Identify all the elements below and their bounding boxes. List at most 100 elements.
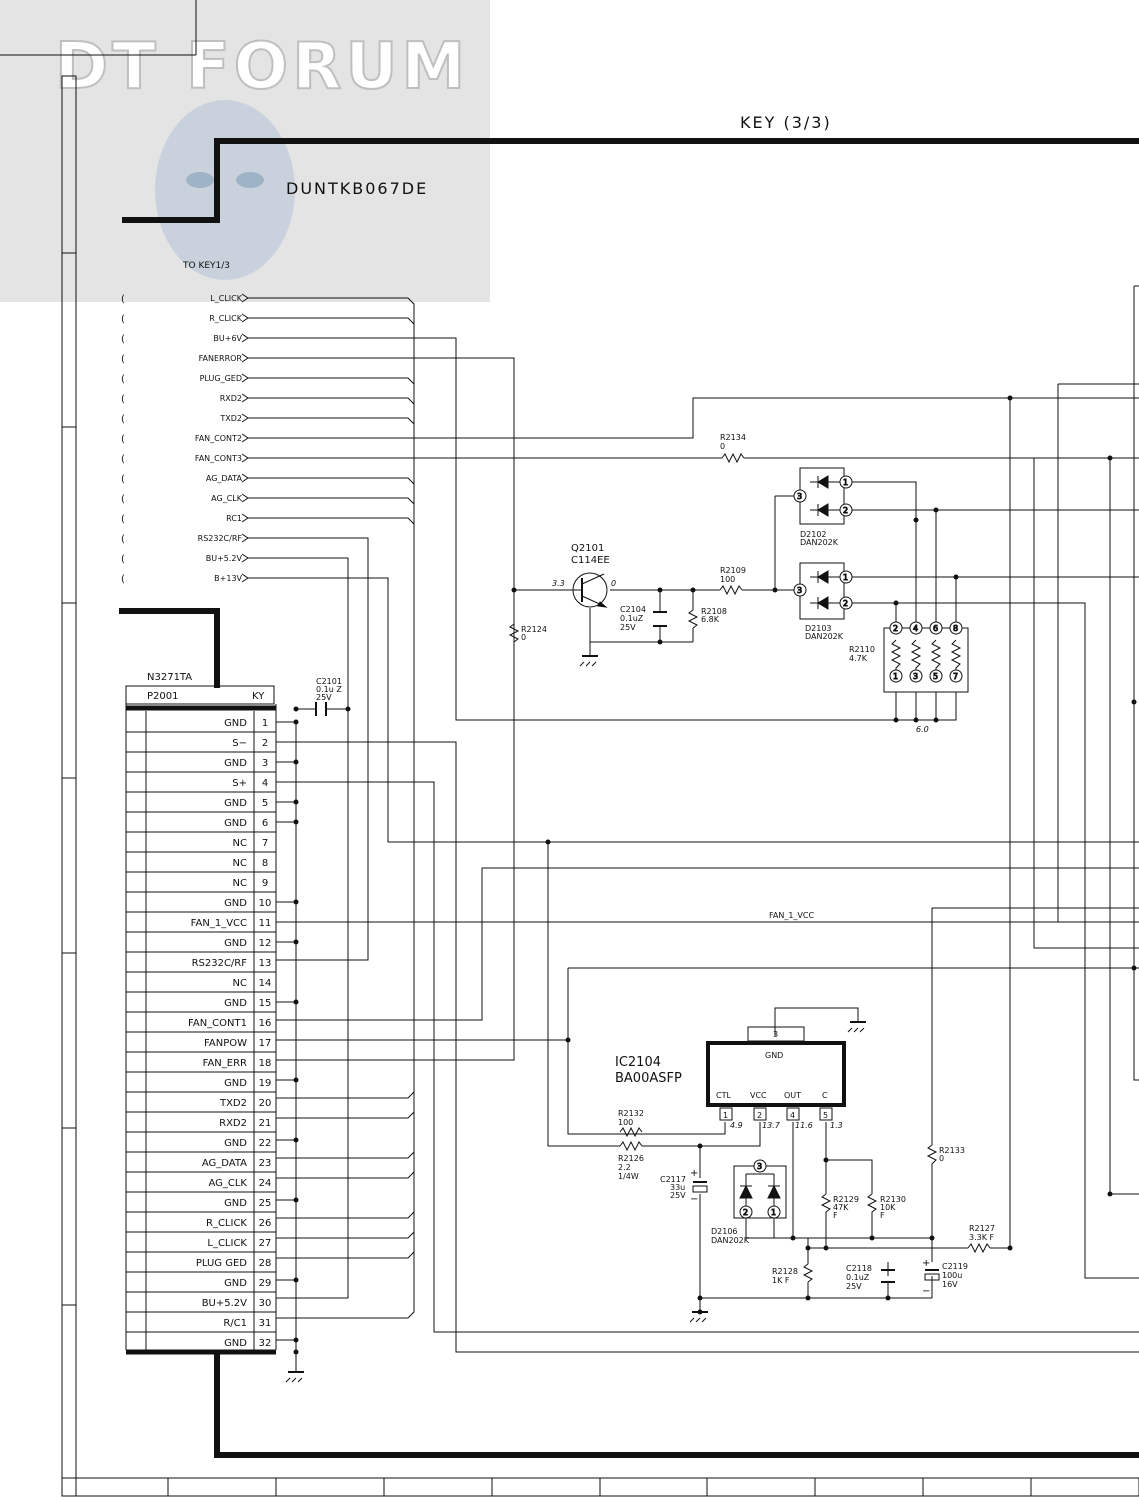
offpage-signal-label: BU+5.2V: [206, 554, 243, 563]
offpage-signal-label: PLUG_GED: [200, 374, 242, 383]
connector-pin-number: 11: [259, 918, 272, 929]
svg-text:3: 3: [757, 1162, 762, 1171]
offpage-connectors: (L_CLICK(R_CLICK(BU+6V(FANERROR(PLUG_GED…: [121, 293, 249, 585]
r2130-symbol: [866, 1193, 878, 1218]
offpage-bracket: (: [121, 394, 125, 405]
connector-pin-name: RXD2: [219, 1118, 247, 1129]
connector-pin-name: GND: [224, 818, 247, 829]
connector-pin-number: 18: [259, 1058, 272, 1069]
c2104-value: 0.1uZ: [620, 614, 644, 623]
c2101-value: 0.1u Z: [316, 685, 342, 694]
ic2104-ref: IC2104: [615, 1055, 661, 1070]
r2110-pins: 2 4 6 8 1 3 5 7: [889, 621, 963, 683]
connector-pin-number: 24: [259, 1178, 272, 1189]
connector-pin-number: 12: [259, 938, 272, 949]
offpage-bracket: (: [121, 374, 125, 385]
connector-pin-number: 7: [262, 838, 268, 849]
connector-pin-name: FAN_1_VCC: [191, 918, 247, 929]
d2103-symbol: 3 1 2: [793, 562, 853, 620]
r2129-tol: F: [833, 1211, 838, 1220]
svg-text:3: 3: [797, 492, 802, 501]
offpage-signal-label: FAN_CONT2: [195, 434, 242, 443]
offpage-arrow: [241, 533, 249, 543]
connector-pin-number: 30: [259, 1298, 272, 1309]
c2118-rating: 25V: [846, 1282, 862, 1291]
c2119-value: 100u: [942, 1271, 962, 1280]
connector-pin-number: 5: [262, 798, 268, 809]
connector-pin-name: RS232C/RF: [192, 958, 248, 969]
r2124-value: 0: [521, 633, 526, 642]
svg-text:1: 1: [843, 478, 848, 487]
svg-text:2: 2: [843, 506, 848, 515]
c2101-rating: 25V: [316, 693, 332, 702]
connector-pin-number: 8: [262, 858, 268, 869]
offpage-signal-label: RC1: [226, 514, 242, 523]
offpage-bracket: (: [121, 434, 125, 445]
watermark-logo: DT FORUM: [55, 30, 469, 104]
connector-part: N3271TA: [147, 672, 192, 683]
connector-pin-name: GND: [224, 1138, 247, 1149]
connector-pin-number: 9: [262, 878, 268, 889]
r2134-ref: R2134: [720, 433, 746, 442]
ic2104-pin4-name: OUT: [784, 1091, 801, 1100]
sheet-title: KEY (3/3): [740, 113, 832, 132]
q2101-base-voltage: 3.3: [552, 579, 565, 588]
r2134-symbol: [721, 452, 745, 464]
offpage-signal-label: B+13V: [214, 574, 242, 583]
offpage-bracket: (: [121, 494, 125, 505]
d2106-ref: D2106: [711, 1227, 738, 1236]
offpage-bracket: (: [121, 514, 125, 525]
watermark: DT FORUM: [0, 0, 490, 302]
connector-pin-name: GND: [224, 1198, 247, 1209]
component-labels: C2101 0.1u Z 25V Q2101 C114EE 3.3 0 C210…: [316, 433, 995, 1291]
ic2104-pin1-name: CTL: [716, 1091, 731, 1100]
r2110-network-body: [883, 627, 969, 693]
svg-text:6: 6: [933, 624, 938, 633]
r2109-ref: R2109: [720, 566, 746, 575]
ic2104-symbol: 3 GND CTL VCC OUT C 1 2 4 5 4.9 13.7 11.…: [706, 1026, 846, 1130]
svg-text:1: 1: [843, 573, 848, 582]
r2133-symbol: [926, 1144, 938, 1170]
ic2104-gnd-pin: 3: [773, 1030, 778, 1039]
ic2104-gnd-label: GND: [765, 1051, 783, 1060]
offpage-signal-label: R_CLICK: [209, 314, 243, 323]
d2102-symbol: 3 1 2: [793, 467, 853, 525]
connector-pin-number: 28: [259, 1258, 272, 1269]
connector-pin-name: S−: [232, 738, 247, 749]
connector-pin-name: NC: [233, 858, 247, 869]
c2118-ref: C2118: [846, 1264, 872, 1273]
offpage-arrow: [241, 573, 249, 583]
offpage-signal-label: L_CLICK: [210, 294, 242, 303]
connector-pin-name: GND: [224, 718, 247, 729]
d2106-part: DAN202K: [711, 1236, 750, 1245]
offpage-signal-label: FAN_CONT3: [195, 454, 242, 463]
r2108-value: 6.8K: [701, 615, 720, 624]
connector-pin-name: R/C1: [223, 1318, 247, 1329]
connector-pin-number: 25: [259, 1198, 272, 1209]
connector-pin-number: 32: [259, 1338, 272, 1349]
svg-text:4: 4: [913, 624, 918, 633]
svg-text:3: 3: [913, 672, 918, 681]
r2110-ref: R2110: [849, 645, 875, 654]
connector-pin-number: 4: [262, 778, 268, 789]
r2129-value: 47K: [833, 1203, 849, 1212]
connector-pin-name: NC: [233, 838, 247, 849]
offpage-arrow: [241, 493, 249, 503]
offpage-bracket: (: [121, 554, 125, 565]
r2109-value: 100: [720, 575, 735, 584]
offpage-arrow: [241, 453, 249, 463]
ic2104-pin2-name: VCC: [750, 1091, 767, 1100]
ic2104-pin1-v: 4.9: [730, 1121, 743, 1130]
r2129-ref: R2129: [833, 1195, 859, 1204]
svg-text:3: 3: [797, 586, 802, 595]
d2102-part: DAN202K: [800, 538, 839, 547]
ic2104-pin2-v: 13.7: [762, 1121, 781, 1130]
offpage-bracket: (: [121, 534, 125, 545]
connector-pin-number: 3: [262, 758, 268, 769]
svg-text:5: 5: [933, 672, 938, 681]
connector-pin-name: GND: [224, 1338, 247, 1349]
ic2104-pin2-num: 2: [757, 1111, 762, 1120]
